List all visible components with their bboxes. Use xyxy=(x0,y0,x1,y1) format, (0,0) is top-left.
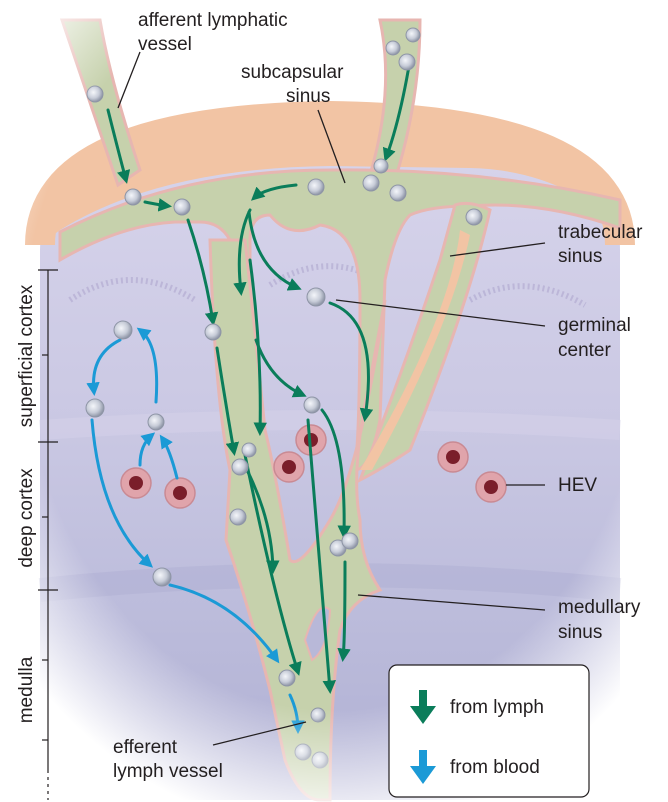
region-deep-cortex: deep cortex xyxy=(16,468,37,568)
label-subcapsular-1: subcapsular xyxy=(241,62,344,83)
label-afferent-1: afferent lymphatic xyxy=(138,10,288,31)
legend: from lymph from blood xyxy=(389,665,589,797)
label-medullary-2: sinus xyxy=(558,622,602,643)
label-trabecular-1: trabecular xyxy=(558,222,643,243)
label-germinal-2: center xyxy=(558,340,611,361)
legend-lymph-label: from lymph xyxy=(450,697,544,718)
label-trabecular-2: sinus xyxy=(558,246,602,267)
label-hev: HEV xyxy=(558,475,597,496)
legend-blood-label: from blood xyxy=(450,757,540,778)
label-efferent-1: efferent xyxy=(113,737,178,758)
label-medullary-1: medullary xyxy=(558,597,641,618)
region-superficial-cortex: superficial cortex xyxy=(16,284,37,427)
region-medulla: medulla xyxy=(16,656,37,723)
label-germinal-1: germinal xyxy=(558,315,631,336)
label-afferent-2: vessel xyxy=(138,34,192,55)
label-subcapsular-2: sinus xyxy=(286,86,330,107)
label-efferent-2: lymph vessel xyxy=(113,761,223,782)
